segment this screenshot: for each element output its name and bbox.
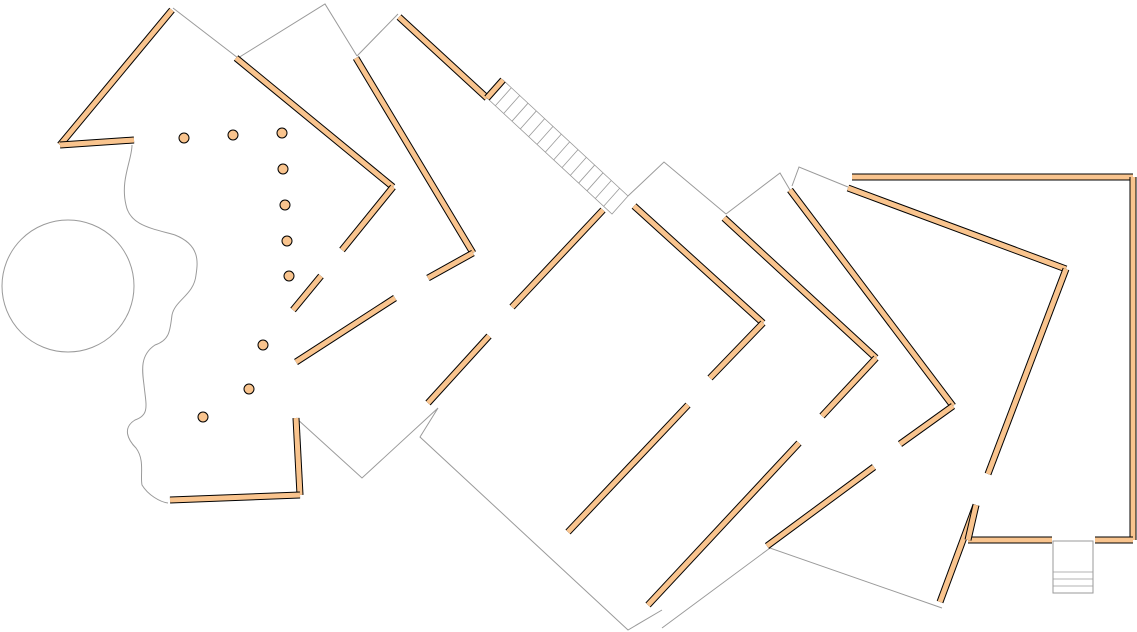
east-gallery-outline-north <box>725 172 791 215</box>
wall-segment <box>965 504 979 541</box>
wall-segment <box>397 15 489 100</box>
north-staircase <box>486 79 629 215</box>
stair-tread <box>578 164 595 184</box>
wall-segment <box>485 78 505 100</box>
west-organic-boundary <box>123 144 198 504</box>
wall-segment <box>234 56 395 189</box>
east-gallery-outline-south <box>661 547 943 629</box>
wall-segment <box>708 321 765 380</box>
central-outline-north <box>627 161 727 215</box>
colonnade <box>178 127 295 423</box>
stair-tread <box>503 95 520 114</box>
column <box>281 235 293 247</box>
wall-segment <box>59 137 135 148</box>
stair-tread <box>545 133 562 153</box>
stair-tread <box>553 141 570 161</box>
stair-tread <box>528 118 545 137</box>
column <box>227 129 239 141</box>
wall-segment <box>820 356 878 418</box>
stair-tread <box>570 157 587 176</box>
column <box>279 199 291 211</box>
stair-tread <box>586 172 604 192</box>
north-outline-3 <box>356 13 399 57</box>
stair-tread <box>520 110 537 130</box>
wall-segment <box>340 185 395 252</box>
stair-tread <box>603 188 620 207</box>
stair-outline <box>486 79 629 215</box>
circular-pavilion <box>1 219 135 353</box>
wall-segment <box>426 250 475 281</box>
column <box>277 163 289 175</box>
column <box>283 270 295 282</box>
stair-tread <box>495 87 512 106</box>
walls <box>57 7 1137 608</box>
central-outline-west <box>295 407 663 631</box>
wall-segment <box>985 268 1069 475</box>
wall-segment <box>353 56 476 255</box>
wall-segment <box>646 441 801 607</box>
wall-segment <box>566 403 690 534</box>
stair-tread <box>511 102 529 122</box>
wall-segment <box>765 464 876 549</box>
stair-tread <box>595 180 612 199</box>
column <box>197 411 209 423</box>
wall-segment <box>632 204 765 325</box>
wall-segment <box>847 185 1067 272</box>
column <box>178 132 190 144</box>
wall-segment <box>722 216 878 360</box>
building-outlines <box>1 3 1094 631</box>
stair-tread <box>536 126 554 145</box>
north-outline-2 <box>237 3 358 59</box>
south-entrance-steps <box>1052 540 1094 594</box>
wall-segment <box>169 492 301 503</box>
wall-segment <box>898 403 955 447</box>
north-outline-1 <box>172 7 239 59</box>
wall-segment <box>291 274 323 312</box>
wall-segment <box>426 334 491 405</box>
wall-segment <box>58 8 174 147</box>
wall-segment <box>293 417 303 496</box>
stair-tread <box>561 149 579 168</box>
column <box>243 383 255 395</box>
wall-segment <box>510 208 605 309</box>
wall-segment <box>294 295 397 365</box>
wall-segment <box>788 188 955 408</box>
east-gallery-outline-top <box>791 166 849 188</box>
column <box>276 127 288 139</box>
column <box>257 339 269 351</box>
